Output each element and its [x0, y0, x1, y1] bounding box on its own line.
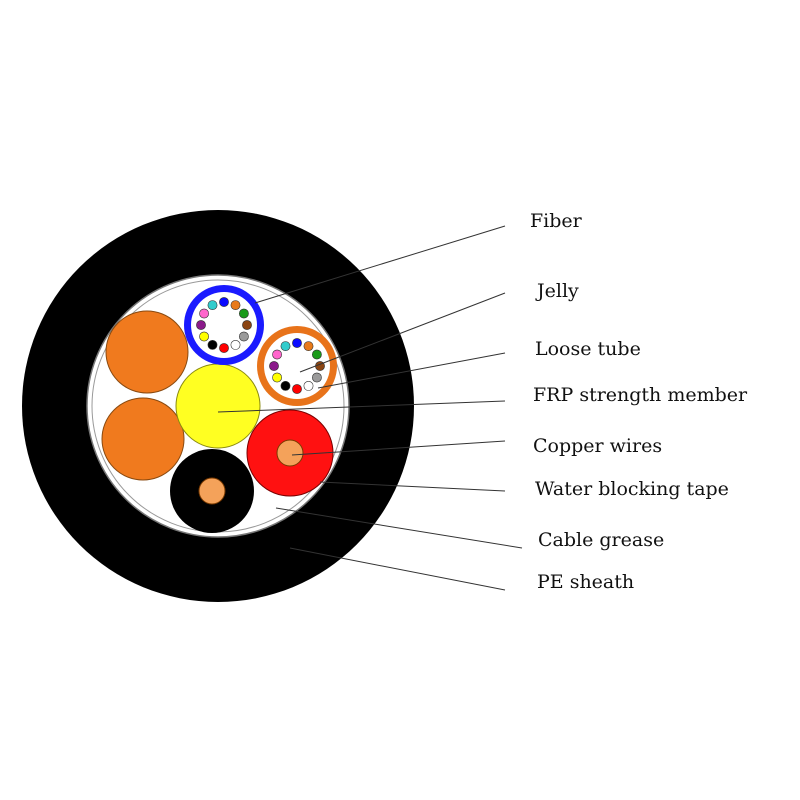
filler-upper	[105, 310, 189, 394]
fiber-strand	[199, 331, 209, 342]
fiber-strand	[303, 341, 314, 351]
fiber-group-tube1	[196, 297, 252, 353]
copper-core-red	[276, 439, 304, 467]
fiber-strand	[230, 339, 241, 350]
label-grease: Cable grease	[538, 529, 664, 551]
leader-jelly	[299, 292, 506, 373]
leader-sheath	[289, 547, 506, 591]
leader-copper	[291, 440, 506, 456]
label-jelly: Jelly	[535, 280, 579, 302]
leader-grease	[275, 507, 523, 549]
fiber-strand	[196, 320, 206, 330]
label-copper: Copper wires	[533, 435, 662, 457]
fiber-strand	[292, 338, 302, 348]
fiber-strand	[311, 372, 322, 383]
leader-frp	[217, 400, 506, 413]
fiber-strand	[242, 320, 252, 330]
label-tape: Water blocking tape	[535, 478, 729, 500]
fiber-strand	[238, 331, 249, 342]
label-loose-tube: Loose tube	[535, 338, 641, 360]
filler-lower	[101, 397, 185, 481]
copper-core-black	[198, 477, 226, 505]
fiber-strand	[219, 343, 229, 353]
fiber-strand	[230, 300, 241, 310]
fiber-strand	[219, 297, 229, 307]
label-sheath: PE sheath	[537, 571, 634, 593]
fiber-strand	[280, 380, 291, 391]
frp-strength-member	[175, 363, 261, 449]
fiber-strand	[311, 349, 322, 360]
fiber-strand	[272, 349, 282, 360]
leader-fiber	[254, 225, 506, 304]
fiber-strand	[207, 339, 218, 350]
loose-tube-orange-inner	[264, 333, 330, 399]
fiber-strand	[199, 308, 209, 319]
fiber-strand	[207, 300, 218, 310]
leader-tape	[319, 481, 506, 492]
fiber-strand	[269, 361, 279, 371]
label-fiber: Fiber	[530, 210, 583, 232]
leader-loose-tube	[317, 352, 506, 389]
loose-tube-blue-inner	[191, 292, 257, 358]
fiber-strand	[303, 380, 314, 391]
fiber-strand	[238, 308, 249, 319]
fiber-strand	[272, 372, 282, 383]
label-frp: FRP strength member	[533, 384, 748, 406]
fiber-strand	[292, 384, 302, 394]
fiber-strand	[280, 341, 291, 351]
